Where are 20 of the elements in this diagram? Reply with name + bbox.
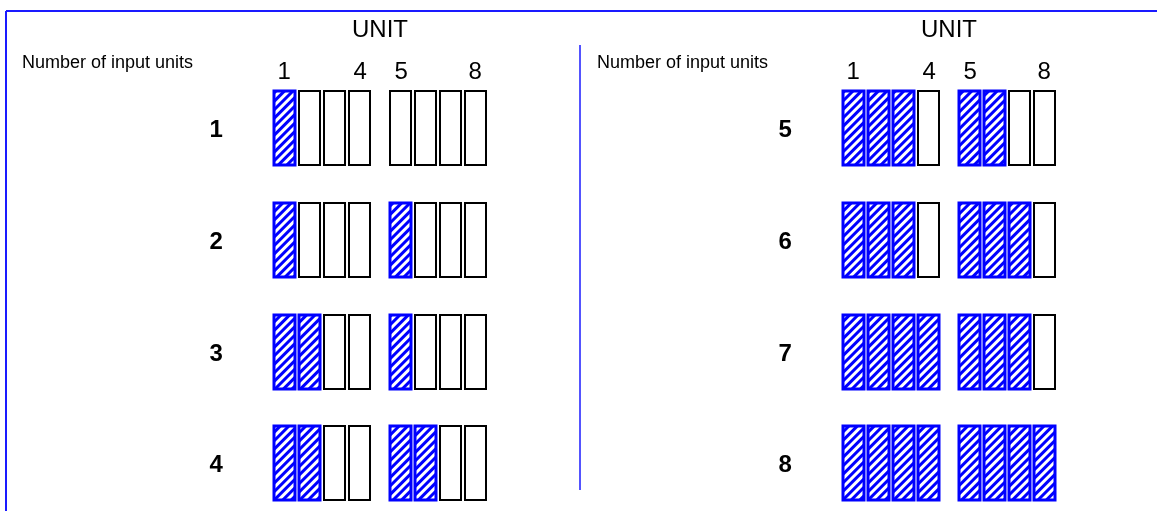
unit-heading: UNIT xyxy=(921,17,977,41)
row-number: 2 xyxy=(209,229,223,253)
column-number: 4 xyxy=(922,59,936,83)
axis-label: Number of input units xyxy=(597,53,769,71)
row-number: 6 xyxy=(778,229,792,253)
row-number: 5 xyxy=(778,117,792,141)
column-number: 5 xyxy=(394,59,408,83)
row-number: 3 xyxy=(209,341,223,365)
column-number: 8 xyxy=(468,59,482,83)
row-number: 7 xyxy=(778,341,792,365)
column-number: 4 xyxy=(353,59,367,83)
column-number: 8 xyxy=(1037,59,1051,83)
column-number: 1 xyxy=(277,59,291,83)
unit-heading: UNIT xyxy=(352,17,408,41)
row-number: 1 xyxy=(209,117,223,141)
row-number: 8 xyxy=(778,452,792,476)
row-number: 4 xyxy=(209,452,223,476)
column-number: 1 xyxy=(846,59,860,83)
axis-label: Number of input units xyxy=(22,53,194,71)
column-number: 5 xyxy=(963,59,977,83)
